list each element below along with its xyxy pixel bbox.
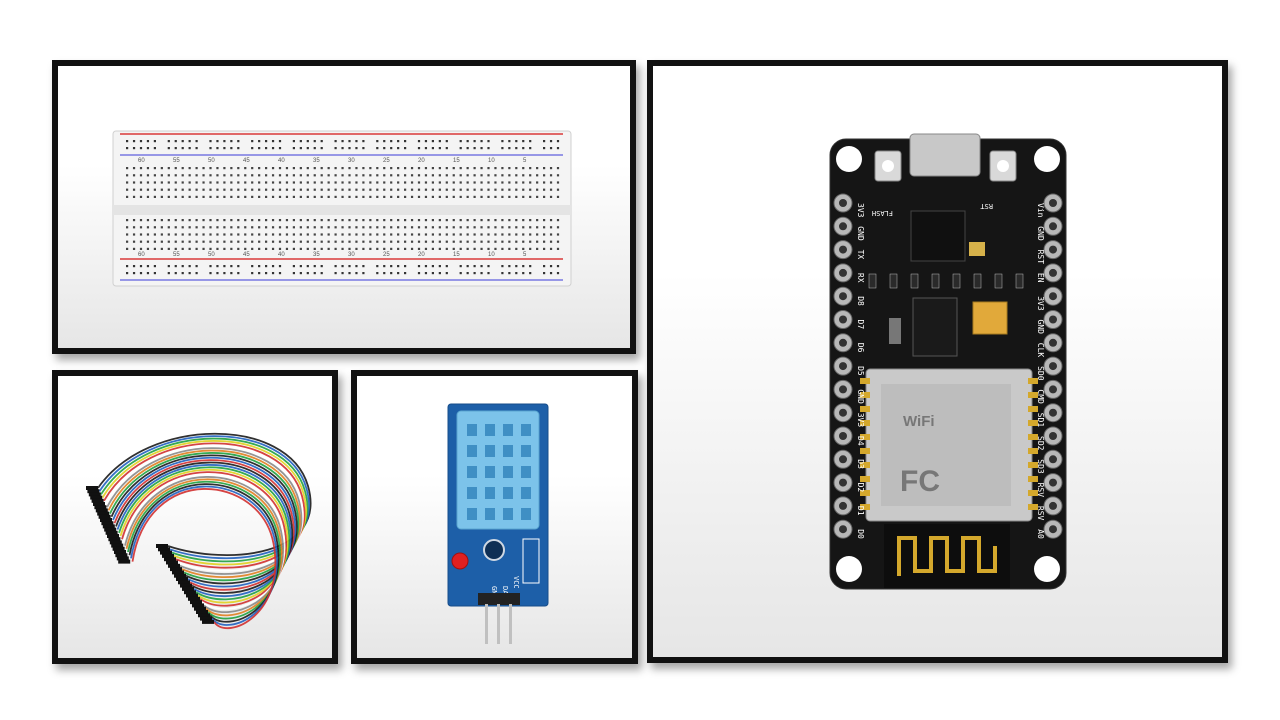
left-pin-label: D4 bbox=[856, 436, 865, 446]
right-pin-label: SD1 bbox=[1036, 413, 1045, 428]
column-number: 20 bbox=[418, 252, 425, 258]
column-number: 55 bbox=[173, 158, 180, 164]
right-pin-label: RSV bbox=[1036, 483, 1045, 498]
column-number: 40 bbox=[278, 158, 285, 164]
column-number: 30 bbox=[348, 158, 355, 164]
right-pin-label: SD2 bbox=[1036, 436, 1045, 451]
column-number: 45 bbox=[243, 158, 250, 164]
right-pin-label: RST bbox=[1036, 250, 1045, 265]
left-pin-label: D6 bbox=[856, 343, 865, 353]
pin-label-vcc: VCC bbox=[512, 576, 520, 589]
column-number: 5 bbox=[523, 252, 527, 258]
column-number: 60 bbox=[138, 158, 145, 164]
left-pin-label: D1 bbox=[856, 506, 865, 516]
column-number: 5 bbox=[523, 158, 527, 164]
column-number: 30 bbox=[348, 252, 355, 258]
right-pin-label: SD0 bbox=[1036, 366, 1045, 381]
jumper-wires-panel bbox=[52, 370, 338, 664]
left-pin-label: RX bbox=[856, 273, 865, 283]
wifi-logo: WiFi bbox=[903, 413, 935, 430]
right-pin-label: CLK bbox=[1036, 343, 1045, 358]
dht-sensor-panel: GND DATA VCC bbox=[351, 370, 638, 664]
right-pin-label: A0 bbox=[1036, 529, 1045, 539]
column-number: 10 bbox=[488, 252, 495, 258]
column-number: 25 bbox=[383, 252, 390, 258]
column-number: 35 bbox=[313, 158, 320, 164]
column-number: 50 bbox=[208, 158, 215, 164]
column-number: 25 bbox=[383, 158, 390, 164]
column-number: 15 bbox=[453, 252, 460, 258]
right-pin-label: RSV bbox=[1036, 506, 1045, 521]
left-pin-label: GND bbox=[856, 389, 865, 404]
left-pin-label: TX bbox=[856, 250, 865, 260]
left-pin-label: D3 bbox=[856, 459, 865, 469]
left-pin-label: 3V3 bbox=[856, 413, 865, 428]
jumper-wires-image bbox=[86, 432, 312, 629]
column-number: 20 bbox=[418, 158, 425, 164]
right-pin-label: Vin bbox=[1036, 203, 1045, 218]
right-pin-label: CMD bbox=[1036, 389, 1045, 404]
column-number: 35 bbox=[313, 252, 320, 258]
column-number: 55 bbox=[173, 252, 180, 258]
column-number: 60 bbox=[138, 252, 145, 258]
right-pin-label: GND bbox=[1036, 320, 1045, 335]
column-number: 40 bbox=[278, 252, 285, 258]
column-number: 50 bbox=[208, 252, 215, 258]
right-pin-label: EN bbox=[1036, 273, 1045, 283]
breadboard-panel: 60 55 50 45 40 35 30 25 20 15 10 5 60 55 50 45 40 35 30 25… bbox=[52, 60, 636, 354]
column-number: 15 bbox=[453, 158, 460, 164]
breadboard-column-numbers: 60 55 50 45 40 35 30 25 20 15 10 5 bbox=[138, 158, 527, 164]
right-pin-label: GND bbox=[1036, 226, 1045, 241]
left-pin-label: D8 bbox=[856, 296, 865, 306]
breadboard-image: 60 55 50 45 40 35 30 25 20 15 10 5 60 55 50 45 40 35 30 25… bbox=[112, 130, 572, 287]
left-pin-label: D7 bbox=[856, 320, 865, 330]
column-number: 10 bbox=[488, 158, 495, 164]
breadboard-holes bbox=[126, 140, 560, 275]
left-pin-label: 3V3 bbox=[856, 203, 865, 218]
left-pin-label: D2 bbox=[856, 483, 865, 493]
dht-sensor-image: GND DATA VCC bbox=[447, 403, 549, 644]
reset-button-label: RST bbox=[980, 202, 993, 210]
pcb-antenna bbox=[897, 536, 997, 576]
pin-label-gnd: GND bbox=[490, 586, 498, 599]
right-pin-label: SD3 bbox=[1036, 459, 1045, 474]
flash-button-label: FLASH bbox=[872, 209, 893, 217]
left-pin-label: D5 bbox=[856, 366, 865, 376]
nodemcu-board-image: FLASH RST WiFi FC 3V3GNDTXRXD8D7D6D5GND3… bbox=[829, 133, 1067, 590]
left-pin-label: D0 bbox=[856, 529, 865, 539]
right-pin-label: 3V3 bbox=[1036, 296, 1045, 311]
left-pin-label: GND bbox=[856, 226, 865, 241]
fc-mark: FC bbox=[900, 465, 940, 498]
jumper-wire-bundle bbox=[86, 432, 312, 629]
column-number: 45 bbox=[243, 252, 250, 258]
breadboard-column-numbers-bottom: 60 55 50 45 40 35 30 25 20 15 10 5 bbox=[138, 252, 527, 258]
